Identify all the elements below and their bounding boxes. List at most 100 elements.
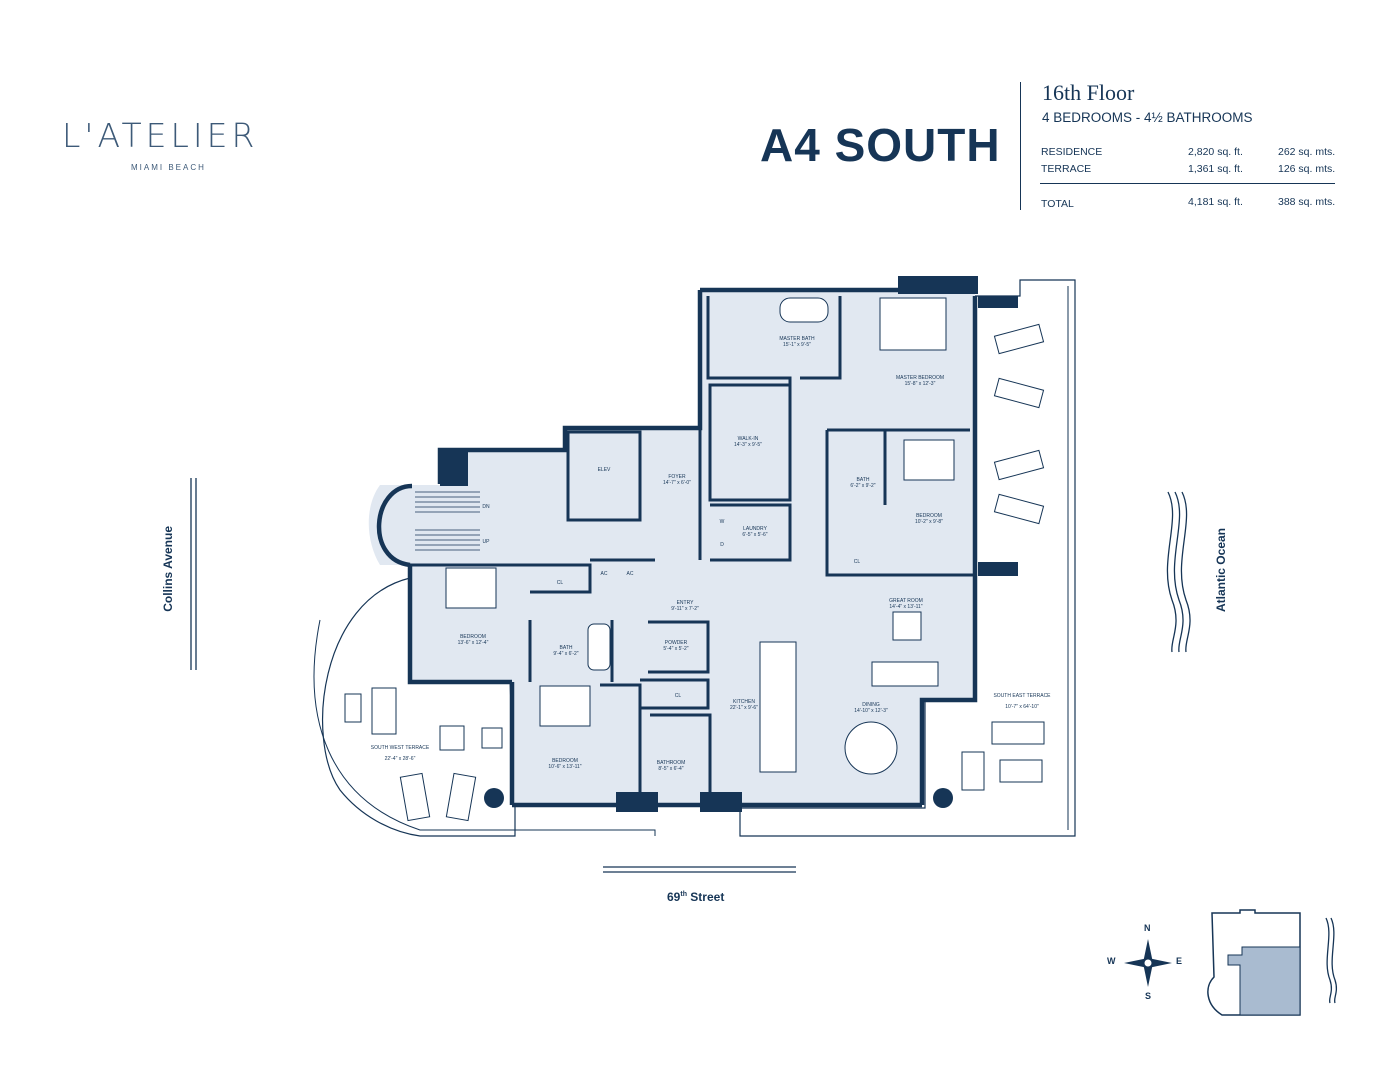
wall-block-south-1 [616,792,658,812]
great-room-sofa [871,661,939,687]
keymap-wave-2 [1330,917,1338,1004]
room-master-bath: MASTER BATH [779,336,815,342]
wall-stair-curve [376,483,413,568]
bedrooms-bathrooms: 4 BEDROOMS - 4½ BATHROOMS [1042,110,1253,125]
kitchen-island [759,641,797,773]
room-bedroom-s-size: 10'-6" x 13'-11" [548,764,581,770]
compass-s: S [1145,991,1152,1001]
unit-title: A4 SOUTH [760,119,1001,171]
lounge-1 [993,323,1045,355]
room-bedroom-s: BEDROOM [552,758,578,764]
sw-table [439,725,465,751]
room-bathroom-size: 8'-5" x 6'-4" [658,766,683,772]
dining-table [844,721,898,775]
street-69th-sup: th [680,891,687,898]
wall-bedroom2-east [600,683,642,795]
room-master-bath-size: 15'-1" x 9'-5" [783,342,811,348]
lounge-3 [993,449,1045,481]
compass-rose [1124,939,1172,987]
room-sw-terrace: SOUTH WEST TERRACE [371,745,430,751]
wall-elevator [566,430,642,522]
master-bed [879,297,947,351]
wall-block-south-2 [700,792,742,812]
room-elev: ELEV [598,467,611,473]
fixture-cl-1: CL [557,580,564,586]
stair-dn: DN [482,504,490,510]
street-69th: 69th Street [667,890,724,904]
bedroom-bed-w [445,567,497,609]
street-69th-rest: Street [686,890,725,904]
room-bath-w-size: 9'-4" x 6'-2" [553,651,578,657]
sw-chair [481,727,503,749]
area-terrace-sqft: 1,361 sq. ft. [1188,163,1243,175]
room-master-bedroom: MASTER BEDROOM [896,375,944,381]
room-kitchen: KITCHEN [733,699,755,705]
column-sw [484,788,504,808]
wall-foyer [650,426,702,560]
area-total-sqm: 388 sq. mts. [1278,196,1336,208]
stair-up: UP [483,539,491,545]
bedroom-bed-ne [903,439,955,481]
area-total-label: TOTAL [1041,198,1074,210]
room-master-bedroom-size: 15'-8" x 12'-3" [905,381,936,387]
room-bath-w: BATH [560,645,573,651]
room-entry-size: 9'-11" x 7'-2" [671,606,699,612]
room-powder-size: 5'-4" x 5'-2" [663,646,688,652]
great-room-table [892,611,922,641]
room-dining-size: 14'-10" x 12'-3" [854,708,888,714]
room-bedroom-ne-size: 10'-2" x 9'-8" [915,519,943,525]
room-bath-ne: BATH [857,477,870,483]
area-residence-label: RESIDENCE [1041,146,1103,158]
street-69th-number: 69 [667,890,681,904]
wall-powder [648,620,710,674]
bath1-tub [587,623,611,671]
wall-bedroom-west [825,430,975,577]
keymap-wave-1 [1325,917,1333,1004]
room-sw-terrace-size: 22'-4" x 28'-6" [385,756,416,762]
wave-1 [1166,491,1177,653]
lounge-2 [993,377,1045,409]
wall-block-stair [440,450,468,486]
bathtub [779,297,829,323]
floor-label: 16th Floor [1042,80,1135,105]
bedroom-bed-s [539,685,591,727]
sw-lounge-1 [399,772,431,822]
brand-location: MIAMI BEACH [131,163,206,172]
wall-block-ne-2 [978,296,1018,308]
fixture-ac-2: AC [627,571,634,577]
fixture-cl-2: CL [854,559,861,565]
sw-terrace-inner [313,619,656,836]
compass-e: E [1176,956,1183,966]
sw-chair-2 [344,693,362,723]
room-walk-in: WALK-IN [738,436,759,442]
room-entry: ENTRY [677,600,695,606]
header-divider [1020,82,1021,210]
wall-east [919,296,978,805]
se-chairs-3 [961,751,985,791]
fixture-w: W [720,519,725,525]
lounge-4 [993,493,1045,525]
compass-w: W [1107,956,1116,966]
area-terrace-sqm: 126 sq. mts. [1278,163,1336,175]
room-laundry-size: 6'-5" x 5'-6" [742,532,767,538]
room-se-terrace: SOUTH EAST TERRACE [993,693,1051,699]
wall-bathroom-east [650,713,712,795]
wall-block-east [978,562,1018,576]
room-bedroom-ne: BEDROOM [916,513,942,519]
se-chairs-2 [999,759,1043,783]
sw-sofa [371,687,397,735]
room-se-terrace-size: 10'-7" x 64'-10" [1005,704,1039,710]
room-bath-ne-size: 6'-2" x 9'-2" [850,483,875,489]
south-west-terrace-outline [321,577,516,837]
wave-2 [1173,491,1184,653]
room-dining: DINING [862,702,880,708]
sw-lounge-2 [445,772,477,822]
fixture-cl-3: CL [675,693,682,699]
area-terrace-label: TERRACE [1041,163,1092,175]
wall-bedroom1-north [410,563,592,594]
wall-block-ne [898,276,978,294]
compass-n: N [1144,923,1151,933]
room-kitchen-size: 22'-1" x 9'-6" [730,705,758,711]
